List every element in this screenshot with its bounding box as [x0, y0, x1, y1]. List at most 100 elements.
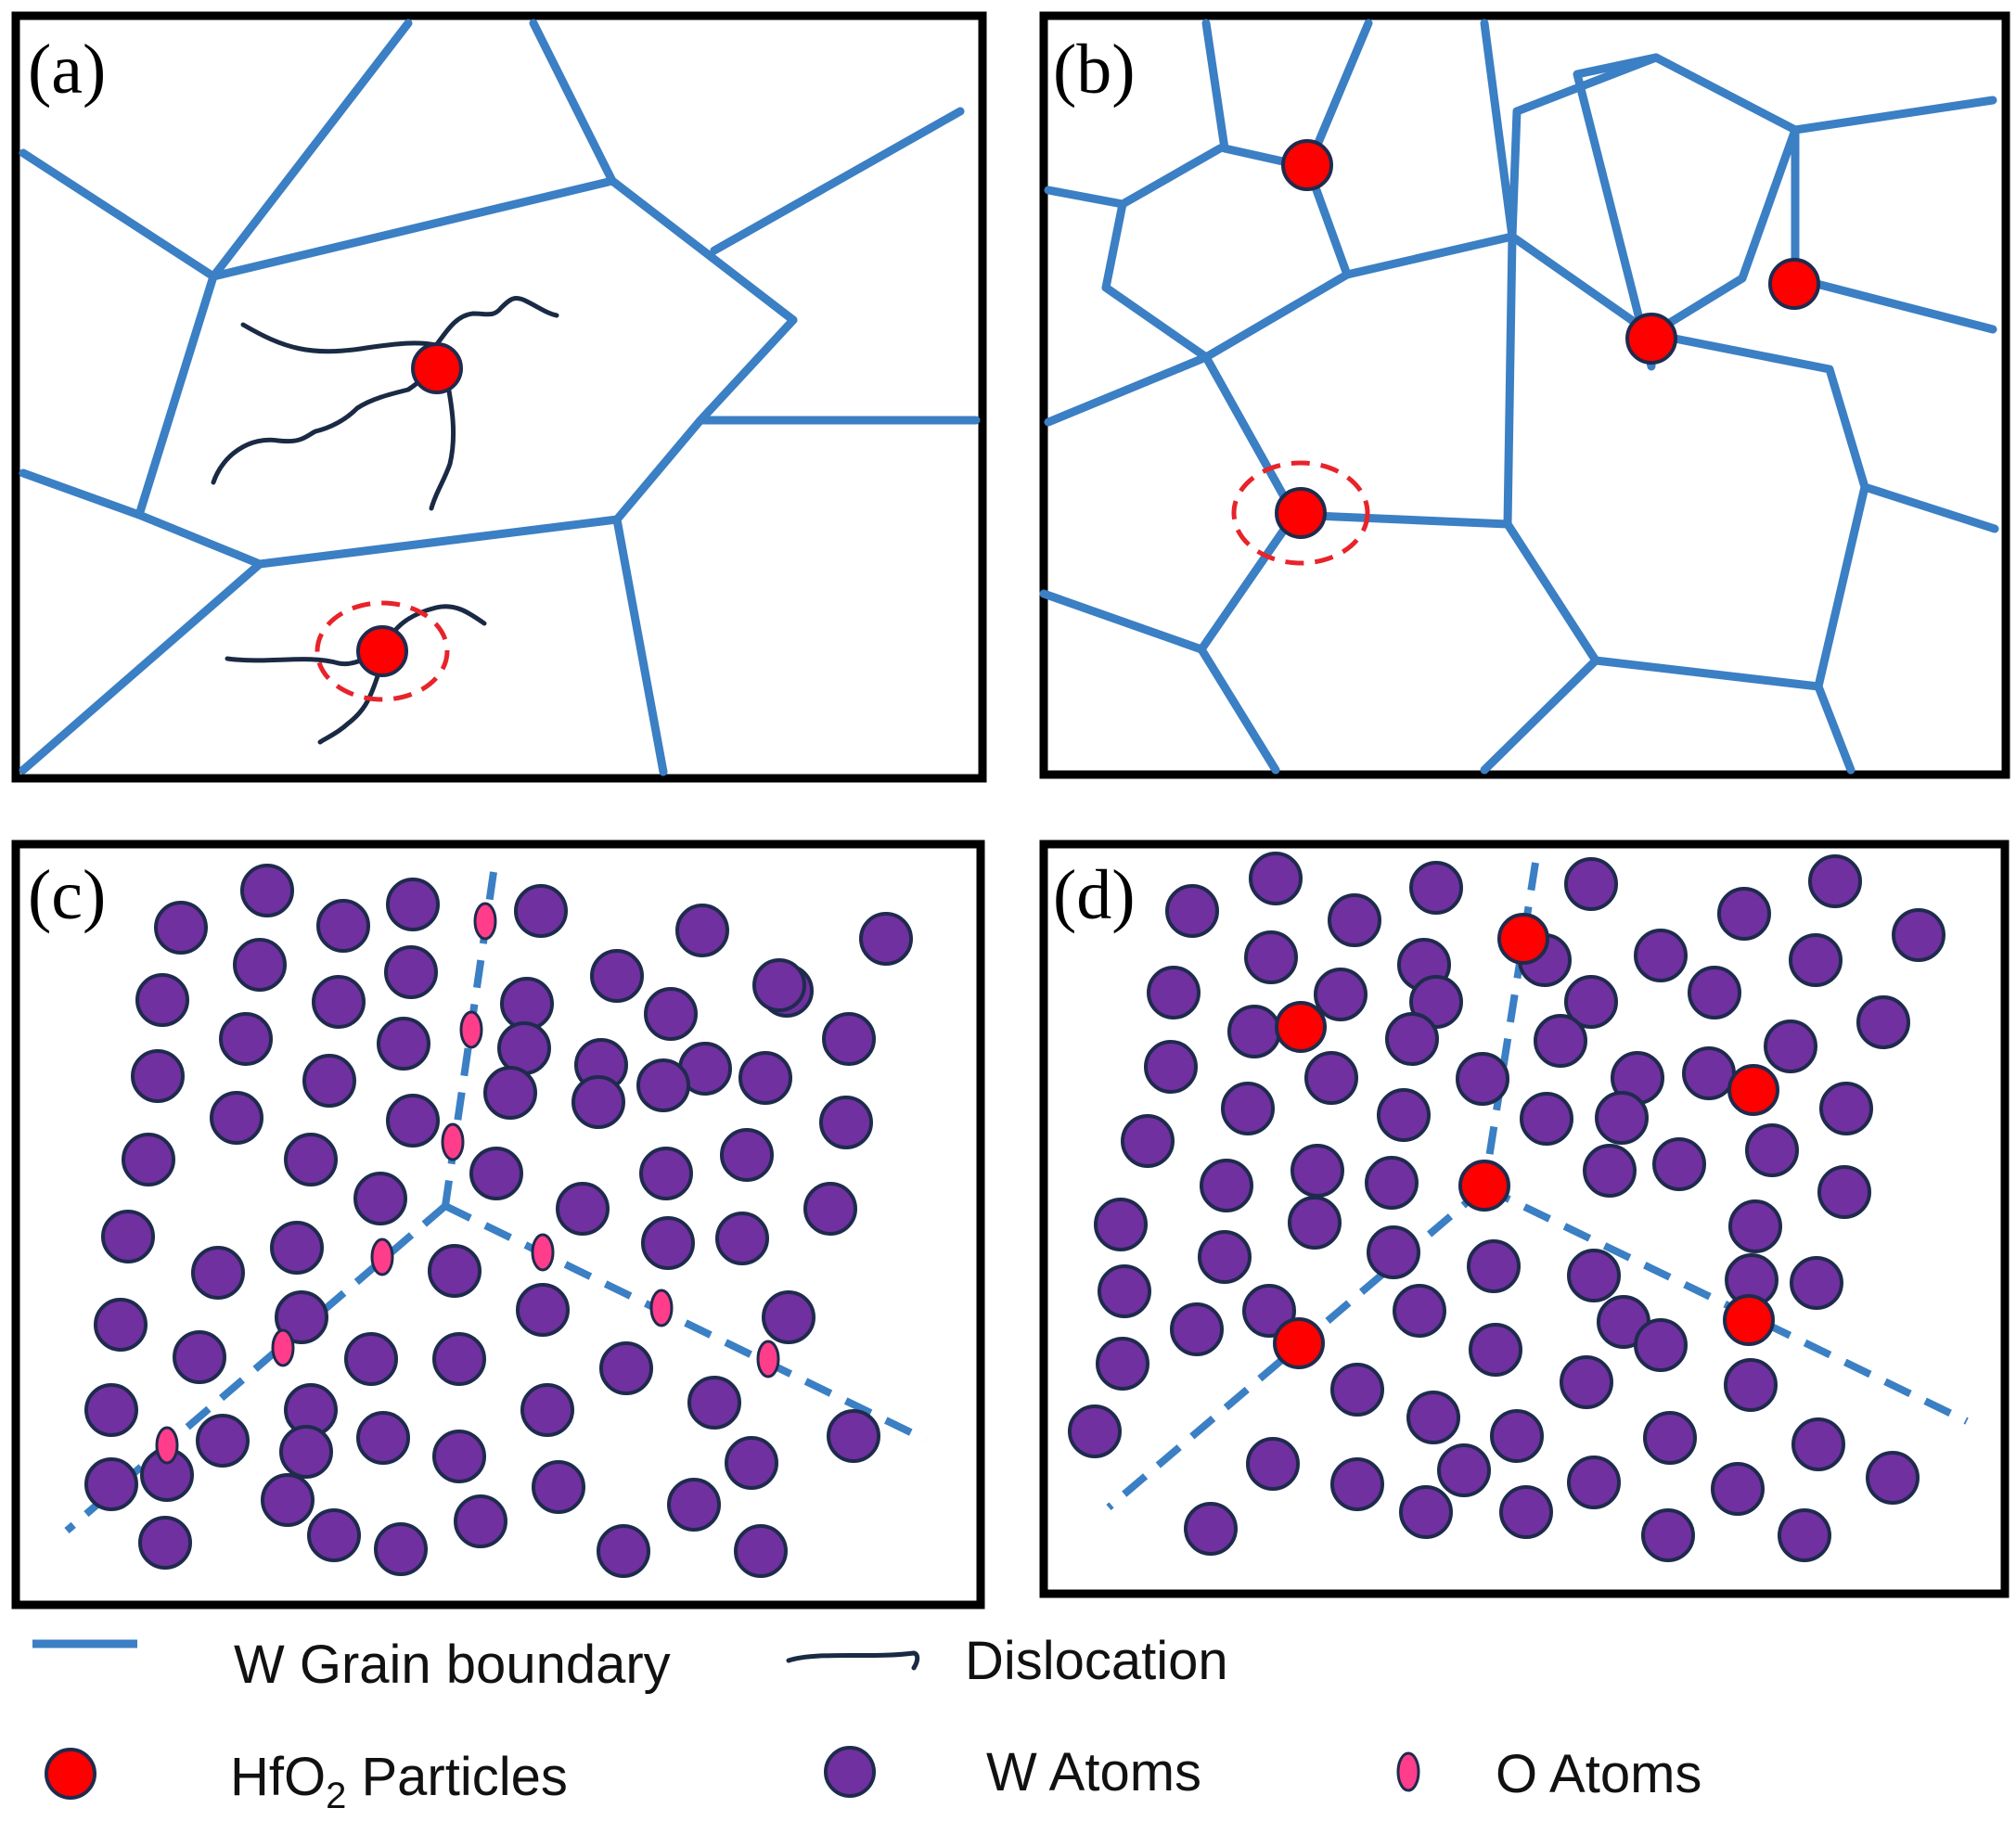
w-atom	[1365, 1156, 1419, 1210]
hfo2-particle	[1275, 1001, 1327, 1053]
w-atom	[386, 1094, 440, 1148]
w-atom	[173, 1330, 226, 1384]
w-atom	[1791, 1417, 1845, 1471]
legend-o-atom-swatch	[1396, 1751, 1420, 1792]
pinning-highlight-ring	[315, 600, 450, 702]
w-atom	[1467, 1239, 1521, 1293]
w-atom	[261, 1473, 315, 1527]
w-atom	[1198, 1230, 1252, 1284]
w-atom	[138, 1516, 192, 1570]
legend-grain-boundary-label: W Grain boundary	[234, 1635, 671, 1695]
w-atom	[1147, 966, 1201, 1020]
w-atom	[1330, 1457, 1384, 1511]
w-atom	[1121, 1114, 1175, 1168]
hfo2-particle	[1281, 139, 1333, 191]
w-atom	[639, 1147, 693, 1200]
w-atom	[1564, 857, 1618, 911]
w-atom	[715, 1212, 769, 1265]
w-atom	[312, 975, 366, 1029]
w-atom	[1144, 1040, 1198, 1094]
w-atom	[1745, 1123, 1799, 1177]
w-atom	[859, 912, 913, 966]
w-atom	[734, 1524, 788, 1578]
w-atom	[590, 949, 644, 1003]
hfo2-particle	[1497, 913, 1549, 965]
w-atom	[1242, 1284, 1296, 1338]
w-atom	[597, 1524, 650, 1578]
w-atom	[1290, 1144, 1344, 1198]
w-atom	[302, 1054, 356, 1108]
w-atom	[1367, 1225, 1420, 1279]
w-atom	[307, 1508, 361, 1562]
w-atom	[1409, 861, 1463, 915]
w-atom	[641, 1216, 695, 1270]
w-atom	[1856, 995, 1910, 1049]
w-atom	[1314, 968, 1368, 1021]
w-atom	[1406, 1391, 1460, 1444]
w-atom	[1534, 1014, 1587, 1068]
hfo2-particle	[1273, 1317, 1325, 1369]
w-atom	[1595, 1091, 1649, 1145]
w-atom	[122, 1133, 175, 1186]
panel-a: (a)	[11, 11, 987, 783]
w-atom	[1068, 1404, 1122, 1458]
w-atom	[374, 1522, 428, 1576]
panel-b-frame	[1039, 11, 2010, 779]
panel-d-frame	[1039, 840, 2010, 1598]
w-atom	[1330, 1363, 1384, 1417]
w-atom	[1227, 1005, 1281, 1058]
w-atom	[1634, 929, 1688, 982]
w-atom	[1641, 1508, 1695, 1562]
panel-a-hfo2-particles	[356, 342, 463, 677]
w-atom	[1764, 1020, 1817, 1073]
legend-o-atoms-label: O Atoms	[1496, 1744, 1701, 1804]
w-atom	[275, 1290, 328, 1344]
w-atom	[1643, 1411, 1697, 1465]
hfo2-particle	[1727, 1064, 1779, 1116]
w-atom	[667, 1478, 721, 1532]
legend-dislocation-swatch	[786, 1650, 920, 1671]
panel-a-dislocations	[211, 296, 559, 745]
w-atom	[135, 973, 189, 1027]
w-atom	[279, 1425, 333, 1479]
w-atom	[1892, 908, 1945, 962]
hfo2-particle	[1723, 1294, 1775, 1346]
w-atom	[1221, 1082, 1275, 1135]
w-atom	[1808, 854, 1862, 908]
o-atom	[441, 1122, 465, 1161]
w-atom	[1634, 1318, 1688, 1372]
w-atom	[520, 1383, 574, 1437]
w-atom	[1567, 1456, 1621, 1509]
w-atom	[1728, 1199, 1782, 1253]
panel-label-c: (c)	[28, 856, 106, 934]
w-atom	[1652, 1137, 1706, 1191]
w-atom	[720, 1128, 774, 1182]
w-atom	[154, 901, 208, 955]
w-atom	[819, 1096, 873, 1149]
w-atom	[827, 1409, 880, 1463]
w-atom	[1399, 1485, 1453, 1539]
legend-w-atoms-label: W Atoms	[986, 1742, 1201, 1802]
o-atom	[370, 1238, 394, 1276]
hfo2-particle	[356, 625, 408, 677]
w-atom	[738, 1051, 792, 1105]
panel-d: (d)	[1039, 840, 2010, 1598]
w-atom	[1377, 1088, 1431, 1142]
w-atom	[233, 938, 287, 992]
w-atom	[1304, 1051, 1358, 1105]
o-atom	[531, 1233, 555, 1272]
o-atom	[155, 1426, 179, 1465]
hfo2-particle	[1768, 258, 1820, 310]
w-atom	[725, 1436, 778, 1490]
w-atom	[270, 1221, 324, 1275]
w-atom	[1724, 1358, 1778, 1412]
w-atom	[84, 1457, 138, 1511]
w-atom	[675, 904, 729, 957]
w-atom	[687, 1376, 741, 1430]
w-atom	[599, 1341, 653, 1395]
panel-b: (b)	[1039, 11, 2010, 779]
panel-a-grain-boundaries	[19, 19, 981, 776]
panel-b-grain-boundaries	[1039, 19, 1999, 775]
w-atom	[1165, 884, 1219, 938]
